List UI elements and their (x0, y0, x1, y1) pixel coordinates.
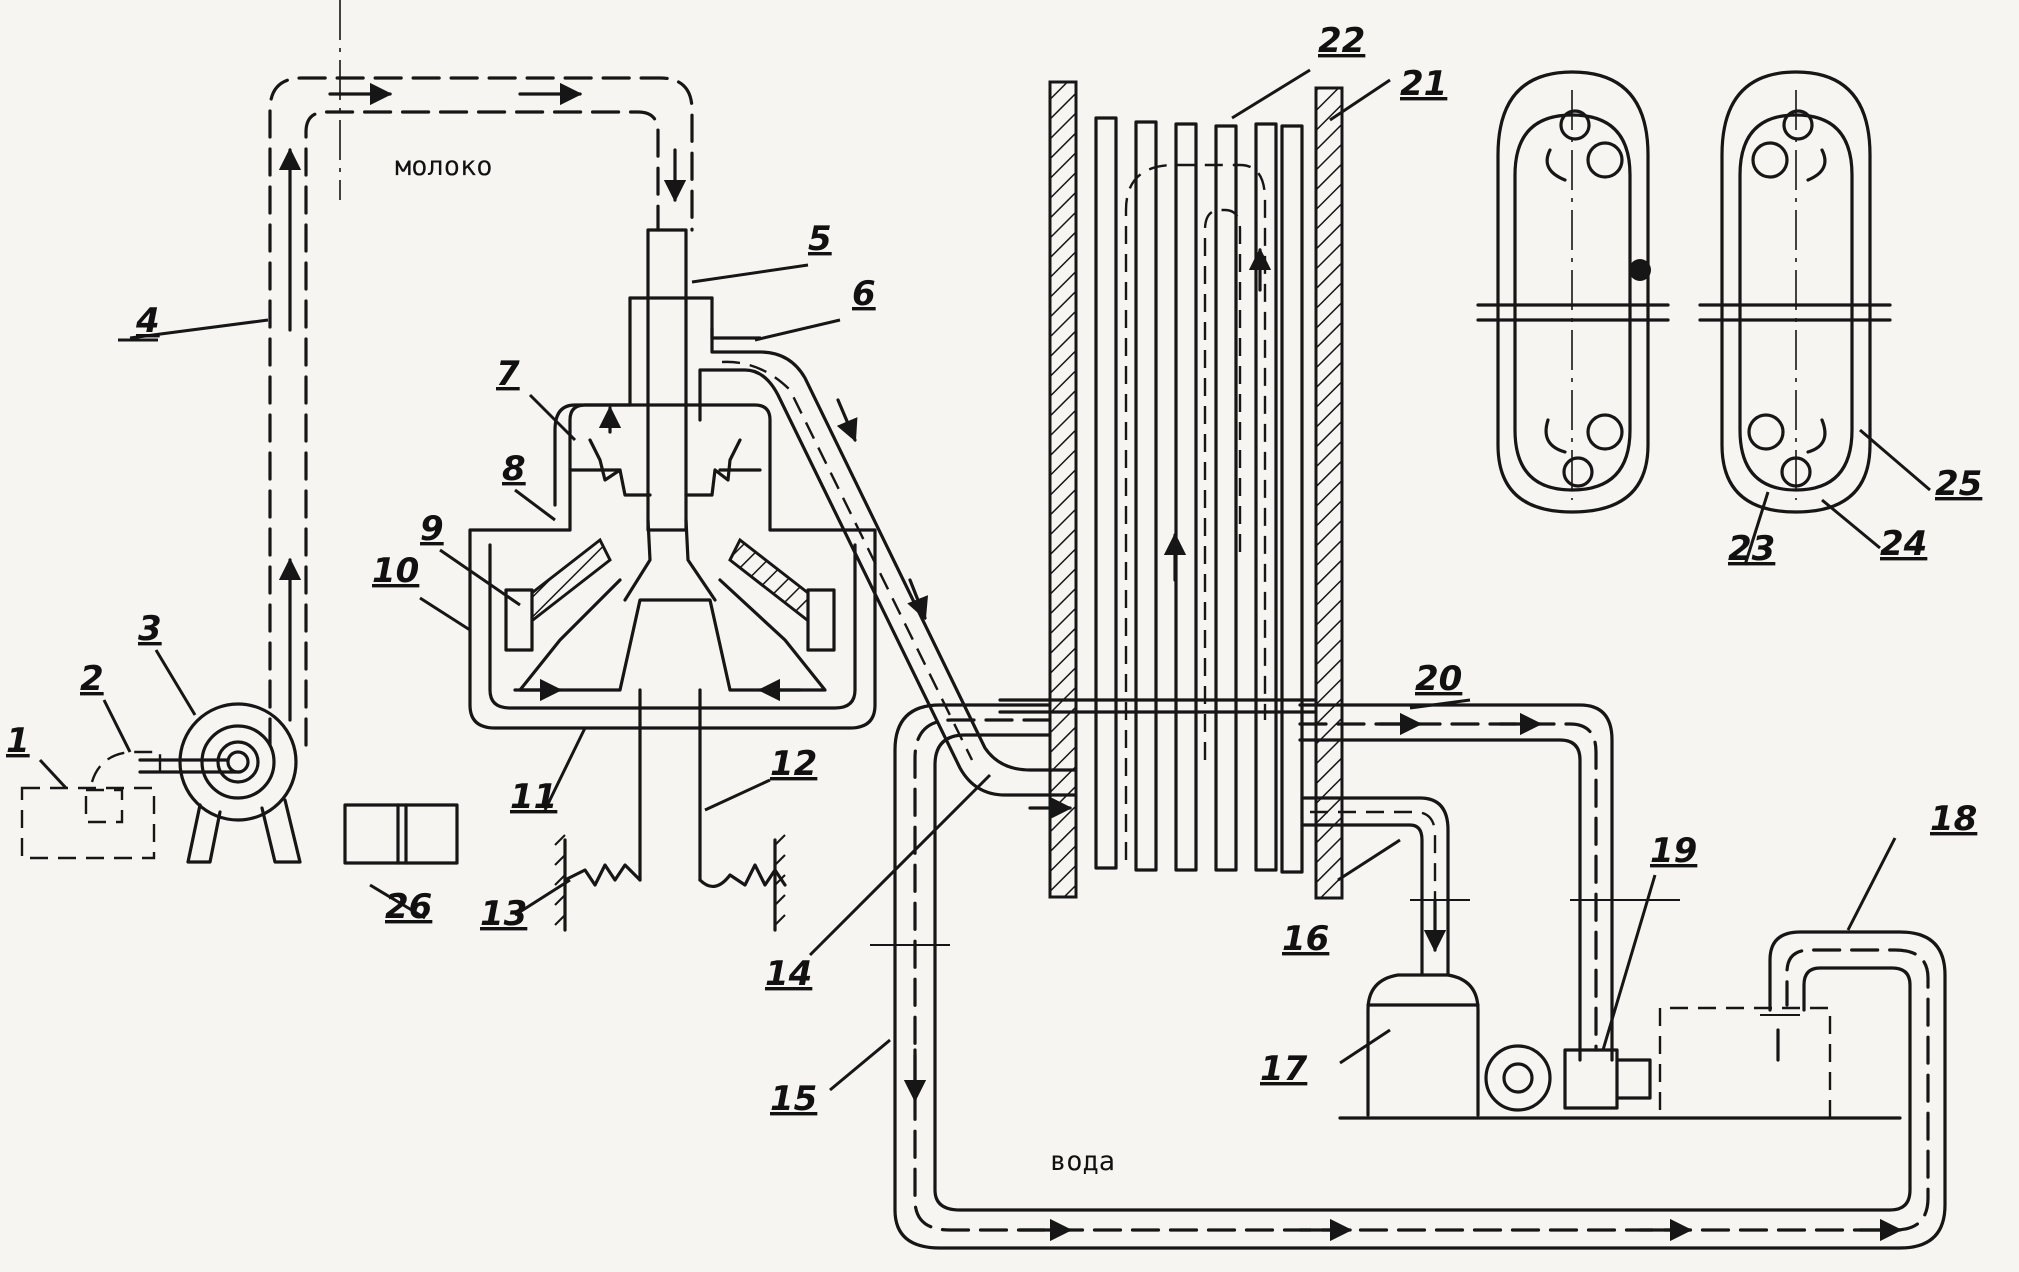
callout-21: 21 (1400, 64, 1447, 104)
cooler-plates-22 (998, 116, 1318, 874)
callout-19: 19 (1650, 831, 1697, 871)
callout-7: 7 (496, 354, 520, 394)
plate-view-left (1476, 70, 1670, 514)
leader-lines (38, 68, 1931, 1092)
milk-tank-17 (1338, 973, 1902, 1120)
callout-9: 9 (420, 509, 444, 549)
separator-body (468, 228, 877, 882)
label-water: вода (1050, 1146, 1115, 1177)
callout-6: 6 (852, 274, 876, 314)
callout-numbers: 1 2 3 4 5 6 7 8 9 10 11 12 13 14 15 16 1… (6, 21, 1982, 1119)
feed-tube-5 (646, 228, 688, 532)
callout-10: 10 (372, 551, 419, 591)
callout-8: 8 (502, 449, 526, 489)
callout-12: 12 (770, 744, 817, 784)
water-tank-18 (1658, 1006, 1832, 1118)
motor-block-1 (20, 786, 156, 860)
water-pump-19 (1484, 1044, 1652, 1112)
callout-13: 13 (480, 894, 527, 934)
cooler-housing-21 (1048, 80, 1344, 900)
callout-11: 11 (510, 777, 557, 817)
callout-14: 14 (765, 954, 812, 994)
water-pipe-20 (1298, 703, 1614, 1062)
callout-4: 4 (135, 301, 160, 341)
callout-26: 26 (385, 887, 432, 927)
callout-22: 22 (1318, 21, 1365, 61)
callout-20: 20 (1415, 659, 1462, 699)
milk-pump-3 (178, 702, 302, 864)
callout-25: 25 (1935, 464, 1982, 504)
block-26 (343, 803, 459, 865)
callout-17: 17 (1260, 1049, 1308, 1089)
callout-16: 16 (1282, 919, 1329, 959)
spring-mount-13 (554, 834, 787, 932)
callout-5: 5 (808, 219, 832, 259)
callout-2: 2 (80, 659, 104, 699)
plate-view-right (1698, 70, 1892, 514)
cooler-outlet-16 (1300, 796, 1450, 977)
label-milk: молоко (395, 151, 493, 182)
water-pipe-15 (893, 703, 1947, 1250)
callout-18: 18 (1930, 799, 1977, 839)
milk-pipeline-4 (268, 76, 694, 747)
callout-3: 3 (138, 609, 162, 649)
milk-outlet-pipe-6-14 (698, 326, 1077, 820)
callout-24: 24 (1880, 524, 1927, 564)
callout-23: 23 (1728, 529, 1775, 569)
callout-15: 15 (770, 1079, 817, 1119)
callout-1: 1 (6, 721, 30, 761)
coupling-2 (90, 750, 242, 783)
